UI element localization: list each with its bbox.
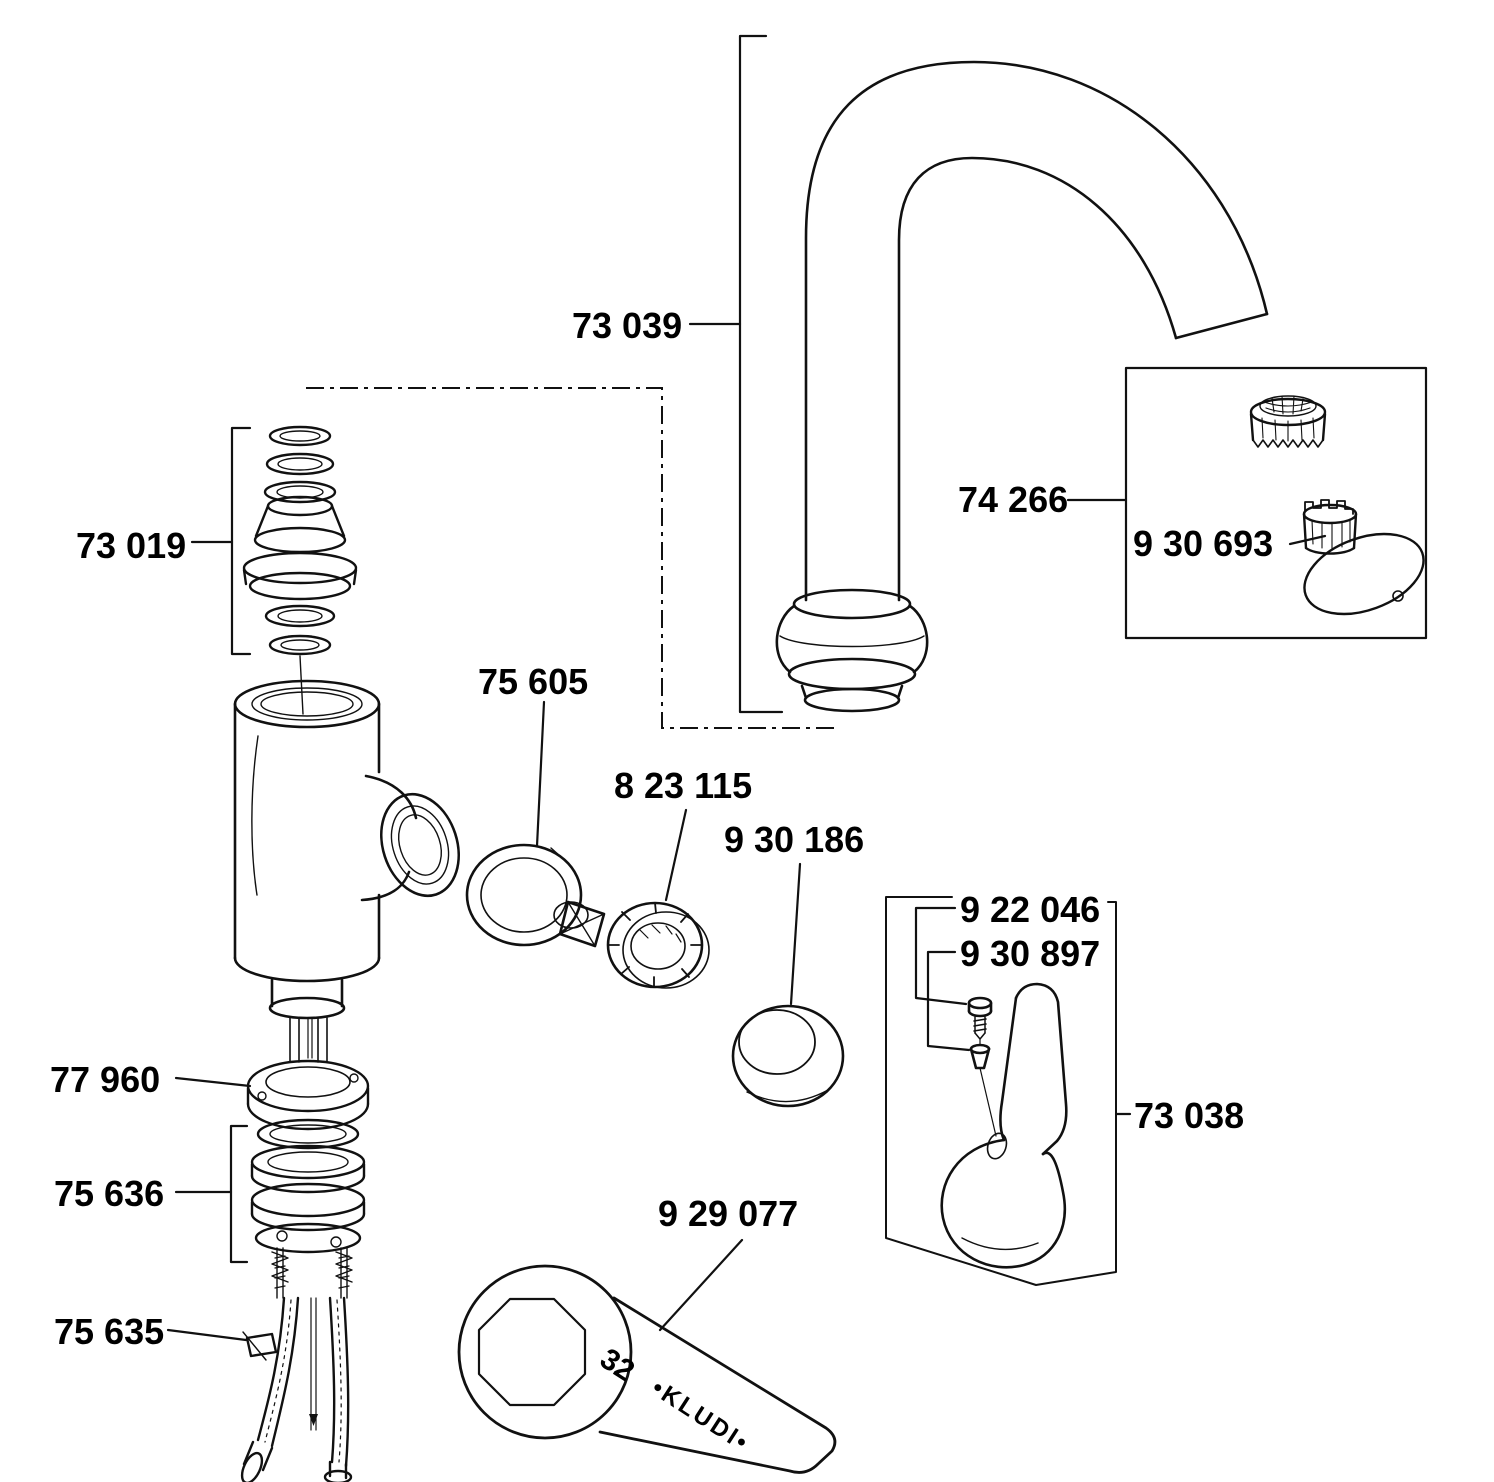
cover-ring-drawing	[731, 1004, 845, 1108]
label-service-wrench: 9 29 077	[658, 1193, 798, 1234]
wrench-markings: 32 •KLUDI•	[594, 1342, 754, 1457]
leader-cartridge	[535, 700, 546, 848]
label-cover-ring: 9 30 186	[724, 819, 864, 860]
leader-handle-screw	[914, 906, 968, 1006]
label-cartridge: 75 605	[478, 661, 588, 702]
bracket-mounting-set	[229, 1124, 249, 1264]
leader-cover-ring	[789, 862, 802, 1006]
label-aerator-insert: 9 30 693	[1133, 523, 1273, 564]
supply-hoses-drawing	[240, 1296, 353, 1482]
aerator-set-drawing	[1124, 366, 1428, 640]
cartridge-ring-nut-drawing	[606, 901, 710, 989]
wrench-drawing	[457, 1264, 837, 1474]
leader-handle-plug	[926, 950, 971, 1052]
label-aerator-set: 74 266	[958, 479, 1068, 520]
label-seal-kit: 73 019	[76, 525, 186, 566]
leader-aerator-insert	[1288, 534, 1327, 546]
handle-group-box	[885, 896, 1117, 1286]
mounting-set-drawing	[250, 1118, 366, 1299]
label-spout: 73 039	[572, 305, 682, 346]
label-handle-screw: 9 22 046	[960, 889, 1100, 930]
cartridge-drawing	[465, 843, 606, 948]
spout-drawing	[775, 60, 1269, 713]
leader-supply-hoses	[166, 1328, 248, 1342]
handle-group-drawing	[885, 896, 1117, 1286]
wrench-size-marking: 32	[594, 1342, 640, 1388]
label-cartridge-ring-nut: 8 23 115	[614, 765, 752, 806]
bracket-seal-kit	[230, 426, 252, 656]
aerator-set-box	[1124, 366, 1428, 640]
leader-mounting-ring	[174, 1076, 252, 1088]
label-supply-hoses: 75 635	[54, 1311, 164, 1352]
label-mounting-set: 75 636	[54, 1173, 164, 1214]
bracket-spout	[738, 34, 784, 714]
label-handle-plug: 9 30 897	[960, 933, 1100, 974]
label-mounting-ring: 77 960	[50, 1059, 160, 1100]
faucet-body-drawing	[233, 679, 460, 1063]
leader-lines	[166, 34, 1327, 1342]
seal-kit-drawing	[242, 425, 358, 715]
leader-wrench	[658, 1238, 744, 1332]
leader-ring-nut	[664, 808, 688, 902]
label-handle: 73 038	[1134, 1095, 1244, 1136]
part-labels: 73 039 73 019 75 605 8 23 115 9 30 186 7…	[50, 305, 1273, 1352]
reference-dashdot-line	[306, 387, 838, 729]
